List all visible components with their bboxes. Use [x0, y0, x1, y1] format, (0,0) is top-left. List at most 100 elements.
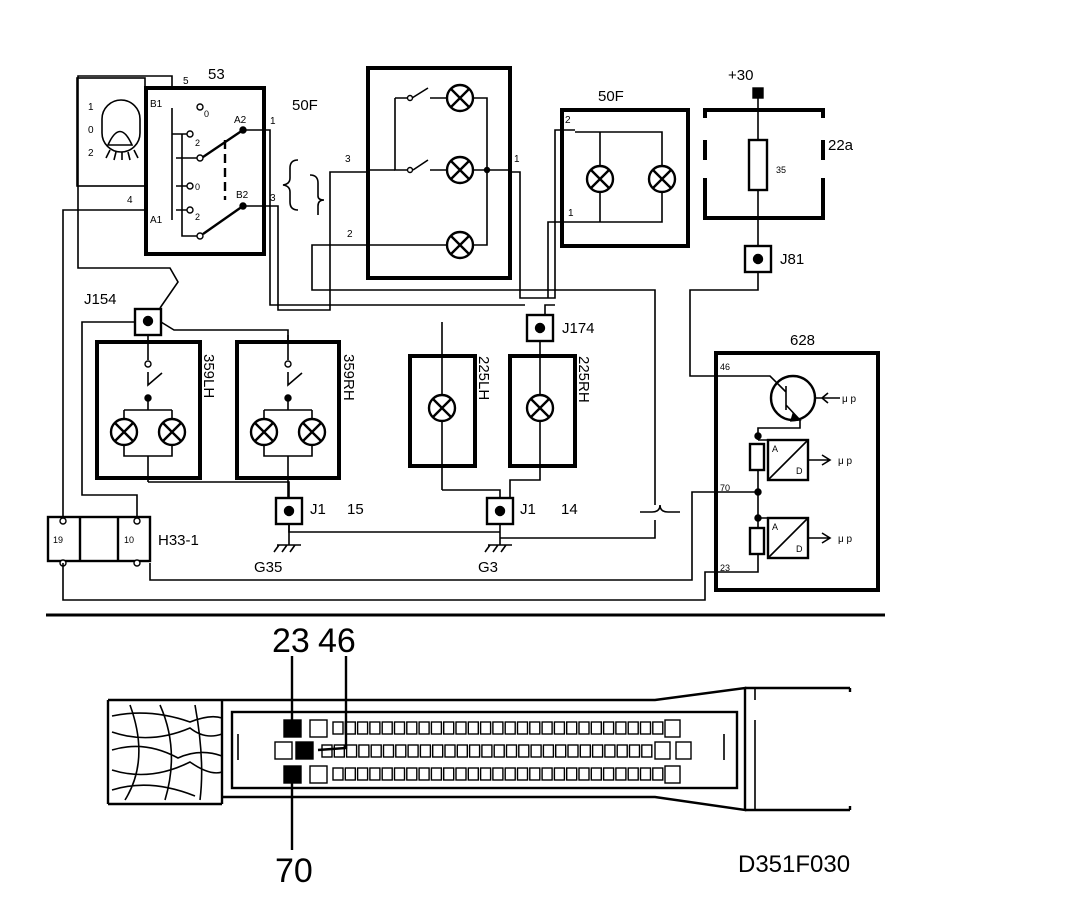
connector-pin [443, 767, 455, 781]
lamp-icon [445, 83, 475, 113]
sw-0-mid-label: 0 [195, 182, 200, 192]
connector-pin [602, 767, 615, 781]
j1-right-label: J1 [520, 501, 536, 518]
lamp-359lh-label: 359LH [200, 354, 217, 398]
connector-pin [418, 767, 430, 781]
connector-pin [493, 744, 505, 758]
connector-pin [579, 744, 591, 758]
lamp-icon [647, 164, 677, 194]
lamp-unit-225rh: 225RH [508, 341, 592, 498]
connector-j174: J174 [525, 313, 595, 343]
ecu-628: 628 46 70 23 μ p A D μ p A D μ p [714, 332, 880, 592]
connector-pin [455, 767, 467, 781]
leader-46 [317, 656, 348, 752]
connector-pin [590, 721, 602, 735]
mu-p-2-label: μ p [838, 456, 853, 467]
connector-pin [664, 719, 681, 738]
connector-pin [628, 744, 641, 758]
lamp-225rh-label: 225RH [575, 356, 592, 403]
connector-pin [492, 767, 504, 781]
connector-pin [382, 744, 395, 758]
connector-pin [321, 744, 333, 758]
connector-pin [430, 721, 443, 735]
connector-pin [616, 744, 628, 758]
connector-pin [639, 767, 652, 781]
connector-pin [333, 744, 345, 758]
fuse-50f-right-label: 50F [598, 88, 624, 105]
connector-pin [541, 721, 553, 735]
connector-pin [443, 721, 455, 735]
connector-j1-15: J1 15 G35 [254, 496, 364, 576]
ecu-628-label: 628 [790, 332, 815, 349]
connector-pin [652, 721, 664, 735]
connector-pin [615, 721, 627, 735]
connector-pin [530, 744, 542, 758]
fuse-50f-left-label: 50F [292, 97, 318, 114]
connector-h33-1: 19 10 H33-1 [46, 515, 199, 567]
mid-1-label: 1 [514, 154, 520, 165]
connector-pin [566, 767, 578, 781]
connector-pin [467, 767, 479, 781]
connector-pin [615, 767, 627, 781]
pos-1-label: 1 [88, 102, 94, 113]
connector-pin [578, 721, 590, 735]
mu-p-3-label: μ p [838, 534, 853, 545]
connector-pin [529, 721, 541, 735]
connector-pin [504, 721, 516, 735]
connector-pin [529, 767, 541, 781]
connector-pin [407, 744, 419, 758]
pin-a1-label: A1 [150, 215, 163, 226]
ad-d-2-label: D [796, 544, 803, 554]
fuse-35-label: 35 [776, 165, 786, 175]
mid-2-label: 2 [347, 229, 353, 240]
connector-pin [430, 767, 443, 781]
connector-pin [504, 767, 516, 781]
connector-pin [309, 719, 328, 738]
lamp-icon [585, 164, 615, 194]
j174-label: J174 [562, 320, 595, 337]
conn-23-label: 23 [272, 622, 310, 660]
plus30-label: +30 [728, 67, 753, 84]
lamp-359rh-label: 359RH [340, 354, 357, 401]
connector-pin [479, 767, 492, 781]
lamp-icon [157, 417, 187, 447]
connector-pin [432, 744, 444, 758]
j1-left-num-label: 15 [347, 501, 364, 518]
ecu-pin-23-label: 23 [720, 563, 730, 573]
connector-pin [627, 721, 639, 735]
pin-3-top-label: 3 [270, 193, 276, 204]
pin-a2-label: A2 [234, 115, 247, 126]
connector-pin [468, 744, 481, 758]
connector-pin [675, 741, 692, 760]
connector-pin [542, 744, 555, 758]
connector-pin [604, 744, 616, 758]
sw-2-a-label: 2 [195, 138, 200, 148]
connector-pin [344, 767, 356, 781]
connector-pin [654, 741, 671, 760]
connector-pin [518, 744, 530, 758]
lamp-icon [109, 417, 139, 447]
connector-pin [467, 721, 479, 735]
connector-pin [553, 767, 566, 781]
lamp-unit-359lh: 359LH [95, 335, 217, 482]
connector-pin-used [295, 741, 314, 760]
connector-pin [406, 767, 418, 781]
connector-pin [274, 741, 293, 760]
connector-pin [332, 767, 344, 781]
connector-pin [627, 767, 639, 781]
connector-pin [479, 721, 492, 735]
lamp-box-50f: 50F 2 1 [560, 88, 690, 248]
connector-pin [553, 721, 566, 735]
pin-4-label: 4 [127, 195, 133, 206]
lamp-icon [427, 393, 457, 423]
drawing-code-label: D351F030 [738, 851, 850, 878]
connector-pin [602, 721, 615, 735]
lamp-icon [249, 417, 279, 447]
ecu-pin-70-label: 70 [720, 483, 730, 493]
h33-10-label: 10 [124, 535, 134, 545]
connector-pin [395, 744, 407, 758]
connector-pin [505, 744, 518, 758]
pin-5-label: 5 [183, 76, 189, 87]
connector-pin [516, 721, 529, 735]
connector-pin [455, 721, 467, 735]
